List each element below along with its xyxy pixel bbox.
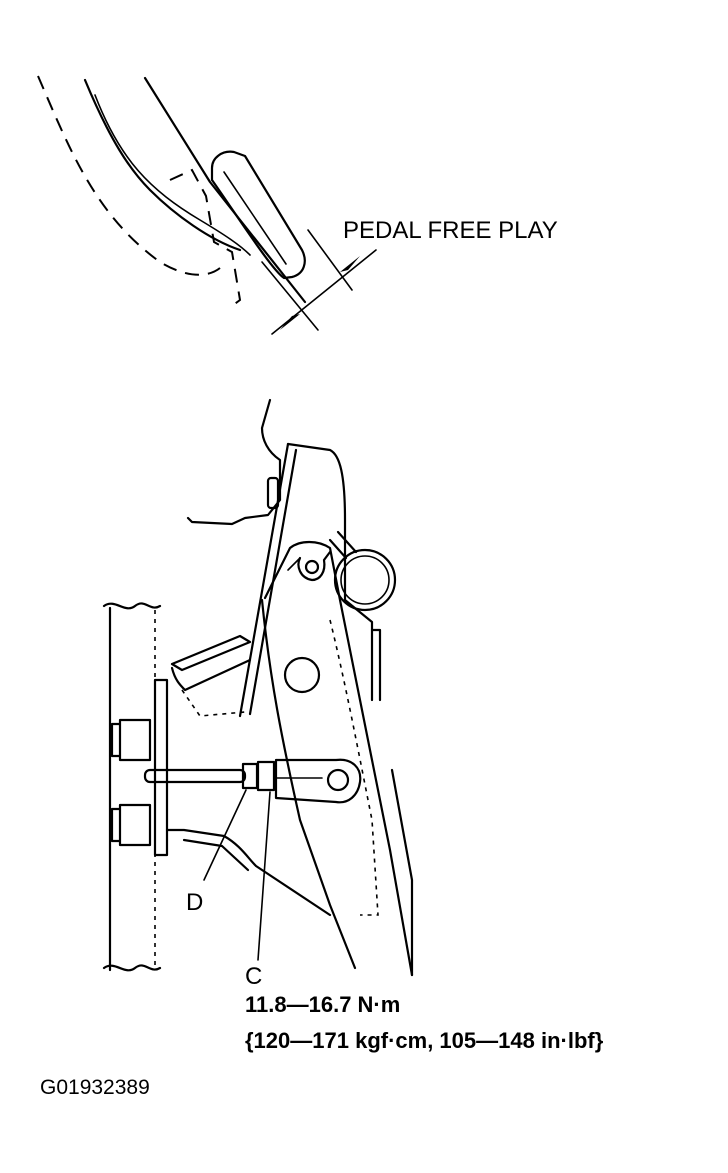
- callout-d-label: D: [186, 889, 203, 916]
- callout-c-label: C: [245, 963, 262, 990]
- pedal-pad-inner: [223, 171, 287, 265]
- pedal-released-outline-dashed: [169, 168, 242, 307]
- booster-stud-lower: [110, 803, 152, 847]
- lower-linkage-2: [182, 838, 250, 872]
- clevis: [274, 758, 362, 804]
- mounting-bracket-upper: [186, 398, 282, 526]
- pedal-free-play-label: PEDAL FREE PLAY: [343, 217, 558, 244]
- free-play-arrow-upper: [340, 256, 360, 272]
- lower-stop-block: [170, 658, 252, 692]
- pedal-arm-front-line: [83, 78, 242, 252]
- pedal-lever-hidden: [329, 619, 379, 916]
- firewall-bottom-wave: [102, 964, 162, 972]
- booster-stud-upper: [110, 718, 152, 762]
- lower-stop-bracket: [170, 634, 252, 672]
- spring-hook-2: [287, 557, 301, 571]
- booster-flange: [153, 678, 169, 857]
- spring-pin: [304, 559, 320, 575]
- return-spring-coil: [333, 548, 397, 612]
- push-rod: [143, 768, 247, 784]
- pedal-free-play-detail: PEDAL FREE PLAY: [37, 75, 558, 335]
- pedal-bracket: [286, 442, 374, 702]
- lower-stop-hidden: [181, 689, 246, 717]
- free-play-dim-line-2: [307, 229, 353, 291]
- lock-nut-d-2: [256, 760, 276, 792]
- pedal-arm-back-line: [143, 76, 307, 304]
- pedal-lever: [263, 540, 414, 977]
- free-play-dim-line-1: [261, 261, 319, 331]
- figure-code: G01932389: [40, 1076, 150, 1099]
- callout-c-leader: [257, 791, 271, 961]
- pedal-arm-inner-line: [94, 94, 251, 256]
- spring-hook: [297, 550, 332, 582]
- clevis-pin: [326, 768, 350, 792]
- mounting-clip: [266, 476, 280, 510]
- pedal-pivot-hole: [283, 656, 321, 694]
- pedal-lever-front: [260, 598, 357, 970]
- callout-d-leader: [203, 789, 247, 881]
- torque-spec-metric: 11.8—16.7 N·m: [245, 992, 400, 1017]
- pedal-bracket-right: [370, 628, 414, 977]
- pedal-assembly: D C: [102, 398, 414, 990]
- pedal-pad: [210, 150, 306, 280]
- return-spring-coil-inner: [340, 555, 390, 605]
- stop-lamp-bracket-2: [248, 448, 298, 716]
- torque-spec-alt: {120—171 kgf·cm, 105—148 in·lbf}: [245, 1028, 604, 1053]
- return-spring-arm: [328, 530, 358, 560]
- free-play-arrow-lower: [280, 314, 300, 330]
- floor-outline-dashed: [37, 75, 221, 276]
- firewall-top-wave: [102, 602, 162, 610]
